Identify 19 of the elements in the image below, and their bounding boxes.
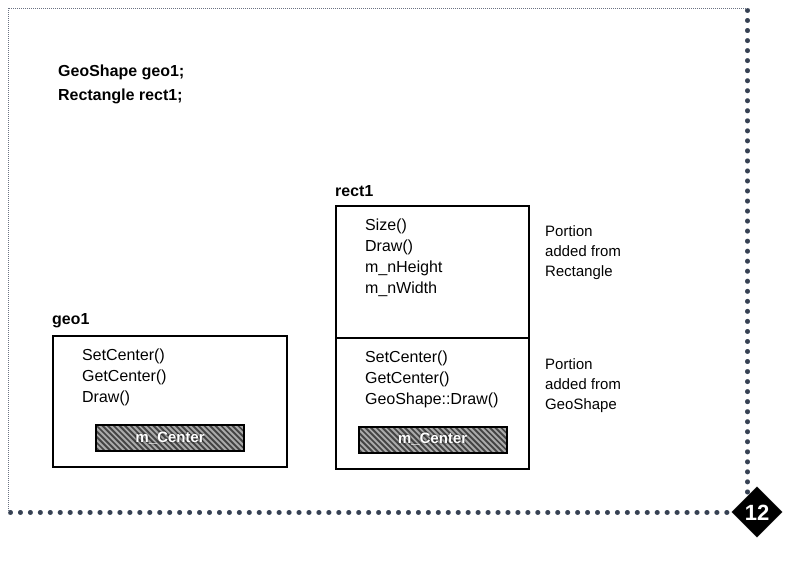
- member-name: m_nHeight: [365, 258, 444, 278]
- member-name: GetCenter(): [82, 367, 168, 387]
- member-name: SetCenter(): [365, 348, 449, 368]
- member-name: Draw(): [365, 237, 414, 257]
- portion-note: Portion added from Rectangle: [545, 222, 622, 282]
- code-line: GeoShape geo1;: [58, 62, 184, 82]
- object-name: geo1: [52, 310, 90, 330]
- code-line: Rectangle rect1;: [58, 86, 182, 106]
- member-name: m_nWidth: [365, 279, 438, 299]
- member-name: Draw(): [82, 388, 131, 408]
- portion-note: Portion added from GeoShape: [545, 355, 622, 415]
- object-name: rect1: [335, 182, 374, 202]
- member-name: Size(): [365, 216, 408, 236]
- member-name: GeoShape::Draw(): [365, 390, 500, 410]
- page-number-badge: 12: [732, 487, 782, 537]
- object-box: [335, 205, 530, 470]
- object-box: [52, 335, 288, 468]
- member-name: GetCenter(): [365, 368, 450, 388]
- member-name: SetCenter(): [82, 346, 166, 366]
